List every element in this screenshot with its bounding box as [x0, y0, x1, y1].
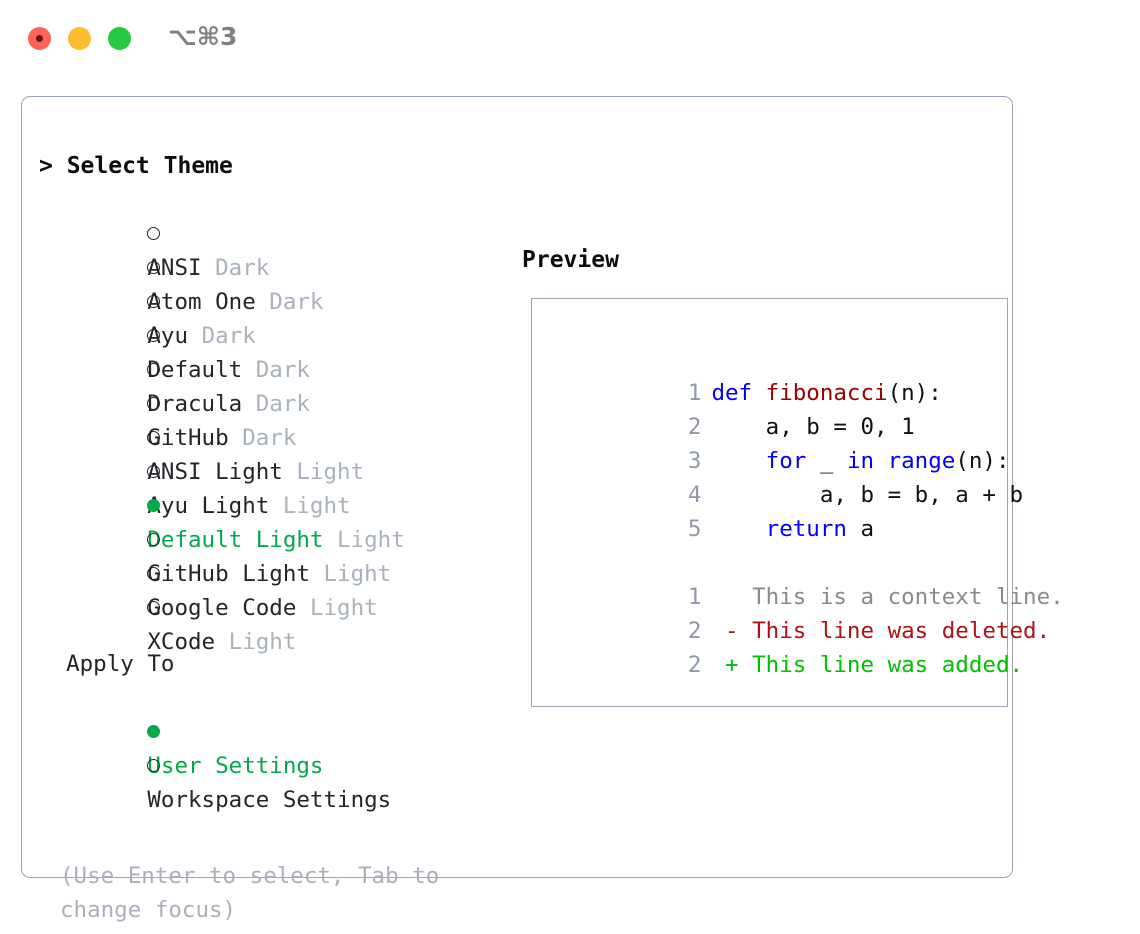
close-window-button[interactable] [28, 27, 51, 50]
code-token: in [846, 448, 875, 474]
apply-to-label: Workspace Settings [147, 787, 392, 813]
theme-variant: Dark [201, 323, 256, 349]
keyboard-hint-text: (Use Enter to select, Tab to change focu… [60, 863, 440, 923]
theme-item-ayu-dark[interactable]: Ayu Dark [39, 251, 489, 349]
radio-icon [147, 421, 161, 455]
apply-to-user-settings[interactable]: User Settings [39, 681, 489, 779]
theme-variant: Light [296, 459, 365, 485]
theme-item-atom-one-dark[interactable]: Atom One Dark [39, 217, 489, 315]
diff-line-added: 2 + This line was added. [544, 614, 1023, 678]
theme-name: GitHub Light [147, 561, 310, 587]
code-line: 5 return a [544, 478, 1003, 542]
code-token [874, 448, 888, 474]
radio-icon [147, 523, 161, 557]
preview-heading: Preview [522, 247, 619, 273]
diff-line-context: 1 This is a context line. [544, 546, 1064, 610]
line-number: 2 [687, 618, 702, 644]
radio-icon [147, 749, 161, 783]
theme-name: GitHub [147, 425, 229, 451]
radio-selected-icon [147, 489, 161, 523]
line-number: 2 [687, 652, 702, 678]
theme-name: Default [147, 357, 243, 383]
line-number: 1 [687, 584, 702, 610]
window-titlebar: ⌥⌘3 [0, 0, 1140, 78]
theme-variant: Light [282, 493, 351, 519]
code-token [711, 448, 765, 474]
code-token: fibonacci [765, 380, 888, 406]
theme-item-google-code[interactable]: Google Code Light [39, 523, 489, 621]
theme-variant: Light [337, 527, 405, 553]
theme-variant: Dark [269, 289, 324, 315]
code-token: _ [806, 448, 847, 474]
code-token: range [887, 448, 956, 474]
line-number: 3 [687, 448, 702, 474]
theme-name: XCode [147, 629, 216, 655]
radio-icon [147, 455, 161, 489]
window-title: ⌥⌘3 [168, 22, 238, 51]
theme-selector-panel: > Select Theme ANSI Dark Atom One Dark A… [21, 96, 1064, 923]
radio-icon [147, 285, 161, 319]
theme-item-default-light[interactable]: Default Light Light [39, 455, 489, 553]
theme-item-github-dark[interactable]: GitHub Dark [39, 353, 489, 451]
code-token: a, b = b, a + b [711, 482, 1024, 508]
code-token: (n): [955, 448, 1010, 474]
line-number: 1 [687, 380, 702, 406]
close-icon [36, 35, 43, 42]
theme-list-column: > Select Theme ANSI Dark Atom One Dark A… [39, 149, 489, 813]
theme-item-ansi-dark[interactable]: ANSI Dark [39, 183, 489, 281]
line-number: 4 [687, 482, 702, 508]
code-token: def [711, 380, 766, 406]
radio-icon [147, 557, 161, 591]
diff-text: - This line was deleted. [711, 618, 1051, 644]
radio-icon [147, 591, 161, 625]
radio-icon [147, 353, 161, 387]
maximize-window-button[interactable] [108, 27, 131, 50]
code-line: 1 def fibonacci(n): [544, 342, 1003, 406]
code-token [711, 516, 765, 542]
code-line: 4 a, b = b, a + b [544, 444, 1023, 508]
radio-icon [147, 251, 161, 285]
minimize-window-button[interactable] [68, 27, 91, 50]
code-line: 2 a, b = 0, 1 [544, 376, 1003, 440]
theme-name: Ayu Light [147, 493, 270, 519]
theme-item-github-light[interactable]: GitHub Light Light [39, 489, 489, 587]
code-token: a [846, 516, 875, 542]
select-theme-header: > Select Theme [39, 153, 233, 179]
theme-variant: Dark [255, 357, 310, 383]
radio-selected-icon [147, 715, 161, 749]
theme-name: ANSI Light [147, 459, 283, 485]
apply-to-label: User Settings [147, 753, 324, 779]
theme-item-xcode[interactable]: XCode Light [39, 557, 489, 655]
apply-to-header: Apply To [39, 651, 175, 677]
diff-text: + This line was added. [711, 652, 1024, 678]
theme-variant: Dark [215, 255, 270, 281]
theme-variant: Dark [242, 425, 297, 451]
code-token: a, b = 0, 1 [711, 414, 915, 440]
code-token: return [765, 516, 847, 542]
radio-icon [147, 217, 161, 251]
code-token: (n): [887, 380, 942, 406]
theme-name: Default Light [147, 527, 324, 553]
theme-name: Dracula [147, 391, 243, 417]
theme-variant: Light [323, 561, 392, 587]
radio-icon [147, 387, 161, 421]
theme-name: Google Code [147, 595, 297, 621]
theme-variant: Dark [255, 391, 310, 417]
line-number: 5 [687, 516, 702, 542]
apply-to-workspace-settings[interactable]: Workspace Settings [39, 715, 489, 813]
line-number: 2 [687, 414, 702, 440]
code-line: 3 for _ in range(n): [544, 410, 1010, 474]
theme-item-default-dark[interactable]: Default Dark [39, 285, 489, 383]
theme-name: Atom One [147, 289, 256, 315]
theme-item-ayu-light[interactable]: Ayu Light Light [39, 421, 489, 519]
code-token: for [765, 448, 807, 474]
theme-variant: Light [228, 629, 297, 655]
diff-text: This is a context line. [711, 584, 1064, 610]
diff-line-deleted: 2 - This line was deleted. [544, 580, 1050, 644]
theme-item-dracula-dark[interactable]: Dracula Dark [39, 319, 489, 417]
theme-variant: Light [309, 595, 378, 621]
radio-icon [147, 319, 161, 353]
